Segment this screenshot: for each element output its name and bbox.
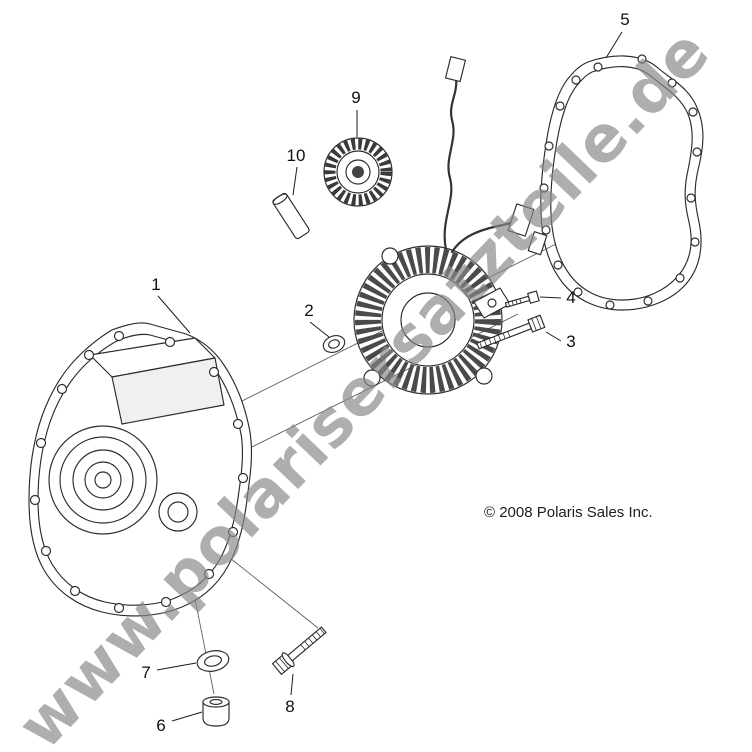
leader-line-7 xyxy=(156,662,197,671)
axis-line xyxy=(229,557,319,629)
dowel-pin xyxy=(272,192,310,240)
cover-gasket xyxy=(539,54,704,311)
callout-1: 1 xyxy=(151,275,160,294)
callout-3: 3 xyxy=(566,332,575,351)
drain-plug xyxy=(202,696,230,727)
wire-connector xyxy=(507,203,535,237)
leader-line-2 xyxy=(309,321,330,338)
flange-bolt xyxy=(271,626,327,675)
axis-line xyxy=(245,313,519,451)
stator-screw xyxy=(504,290,540,308)
stator-mount-hole xyxy=(363,369,381,387)
leader-line-10 xyxy=(292,166,298,196)
leader-line-3 xyxy=(545,331,562,342)
callout-9: 9 xyxy=(351,88,360,107)
leader-line-5 xyxy=(605,31,623,59)
copyright-text: © 2008 Polaris Sales Inc. xyxy=(484,504,653,521)
stator-wire xyxy=(443,76,458,252)
wire-connector xyxy=(527,231,548,256)
callout-7: 7 xyxy=(141,663,150,682)
leader-line-8 xyxy=(290,673,294,696)
callout-10: 10 xyxy=(287,146,306,165)
stator-mount-hole xyxy=(475,367,493,385)
stator-assembly xyxy=(353,56,548,395)
callout-8: 8 xyxy=(285,697,294,716)
callout-6: 6 xyxy=(156,716,165,735)
callout-2: 2 xyxy=(304,301,313,320)
leader-line-6 xyxy=(171,711,203,722)
mounting-bolt xyxy=(476,314,546,350)
callout-numbers: 1 2 3 4 5 6 7 8 9 10 xyxy=(141,10,629,735)
wire-bracket-hole xyxy=(487,298,497,308)
callout-4: 4 xyxy=(566,288,575,307)
washer xyxy=(196,650,230,672)
cover-bolt-holes xyxy=(29,330,249,614)
leader-line-4 xyxy=(539,296,562,299)
clutch-cover xyxy=(28,322,253,617)
callout-5: 5 xyxy=(620,10,629,29)
leader-lines xyxy=(156,31,623,722)
wire-connector xyxy=(444,56,466,83)
cover-raised-box-front xyxy=(111,357,225,425)
gasket-bolt-holes xyxy=(539,54,702,310)
stator-mount-hole xyxy=(381,247,399,265)
drive-gear xyxy=(323,137,393,207)
leader-line-1 xyxy=(157,295,191,334)
cover-plug-hole-inner xyxy=(167,501,189,523)
cover-plug-hole xyxy=(158,492,198,532)
seal-washer xyxy=(322,335,346,353)
